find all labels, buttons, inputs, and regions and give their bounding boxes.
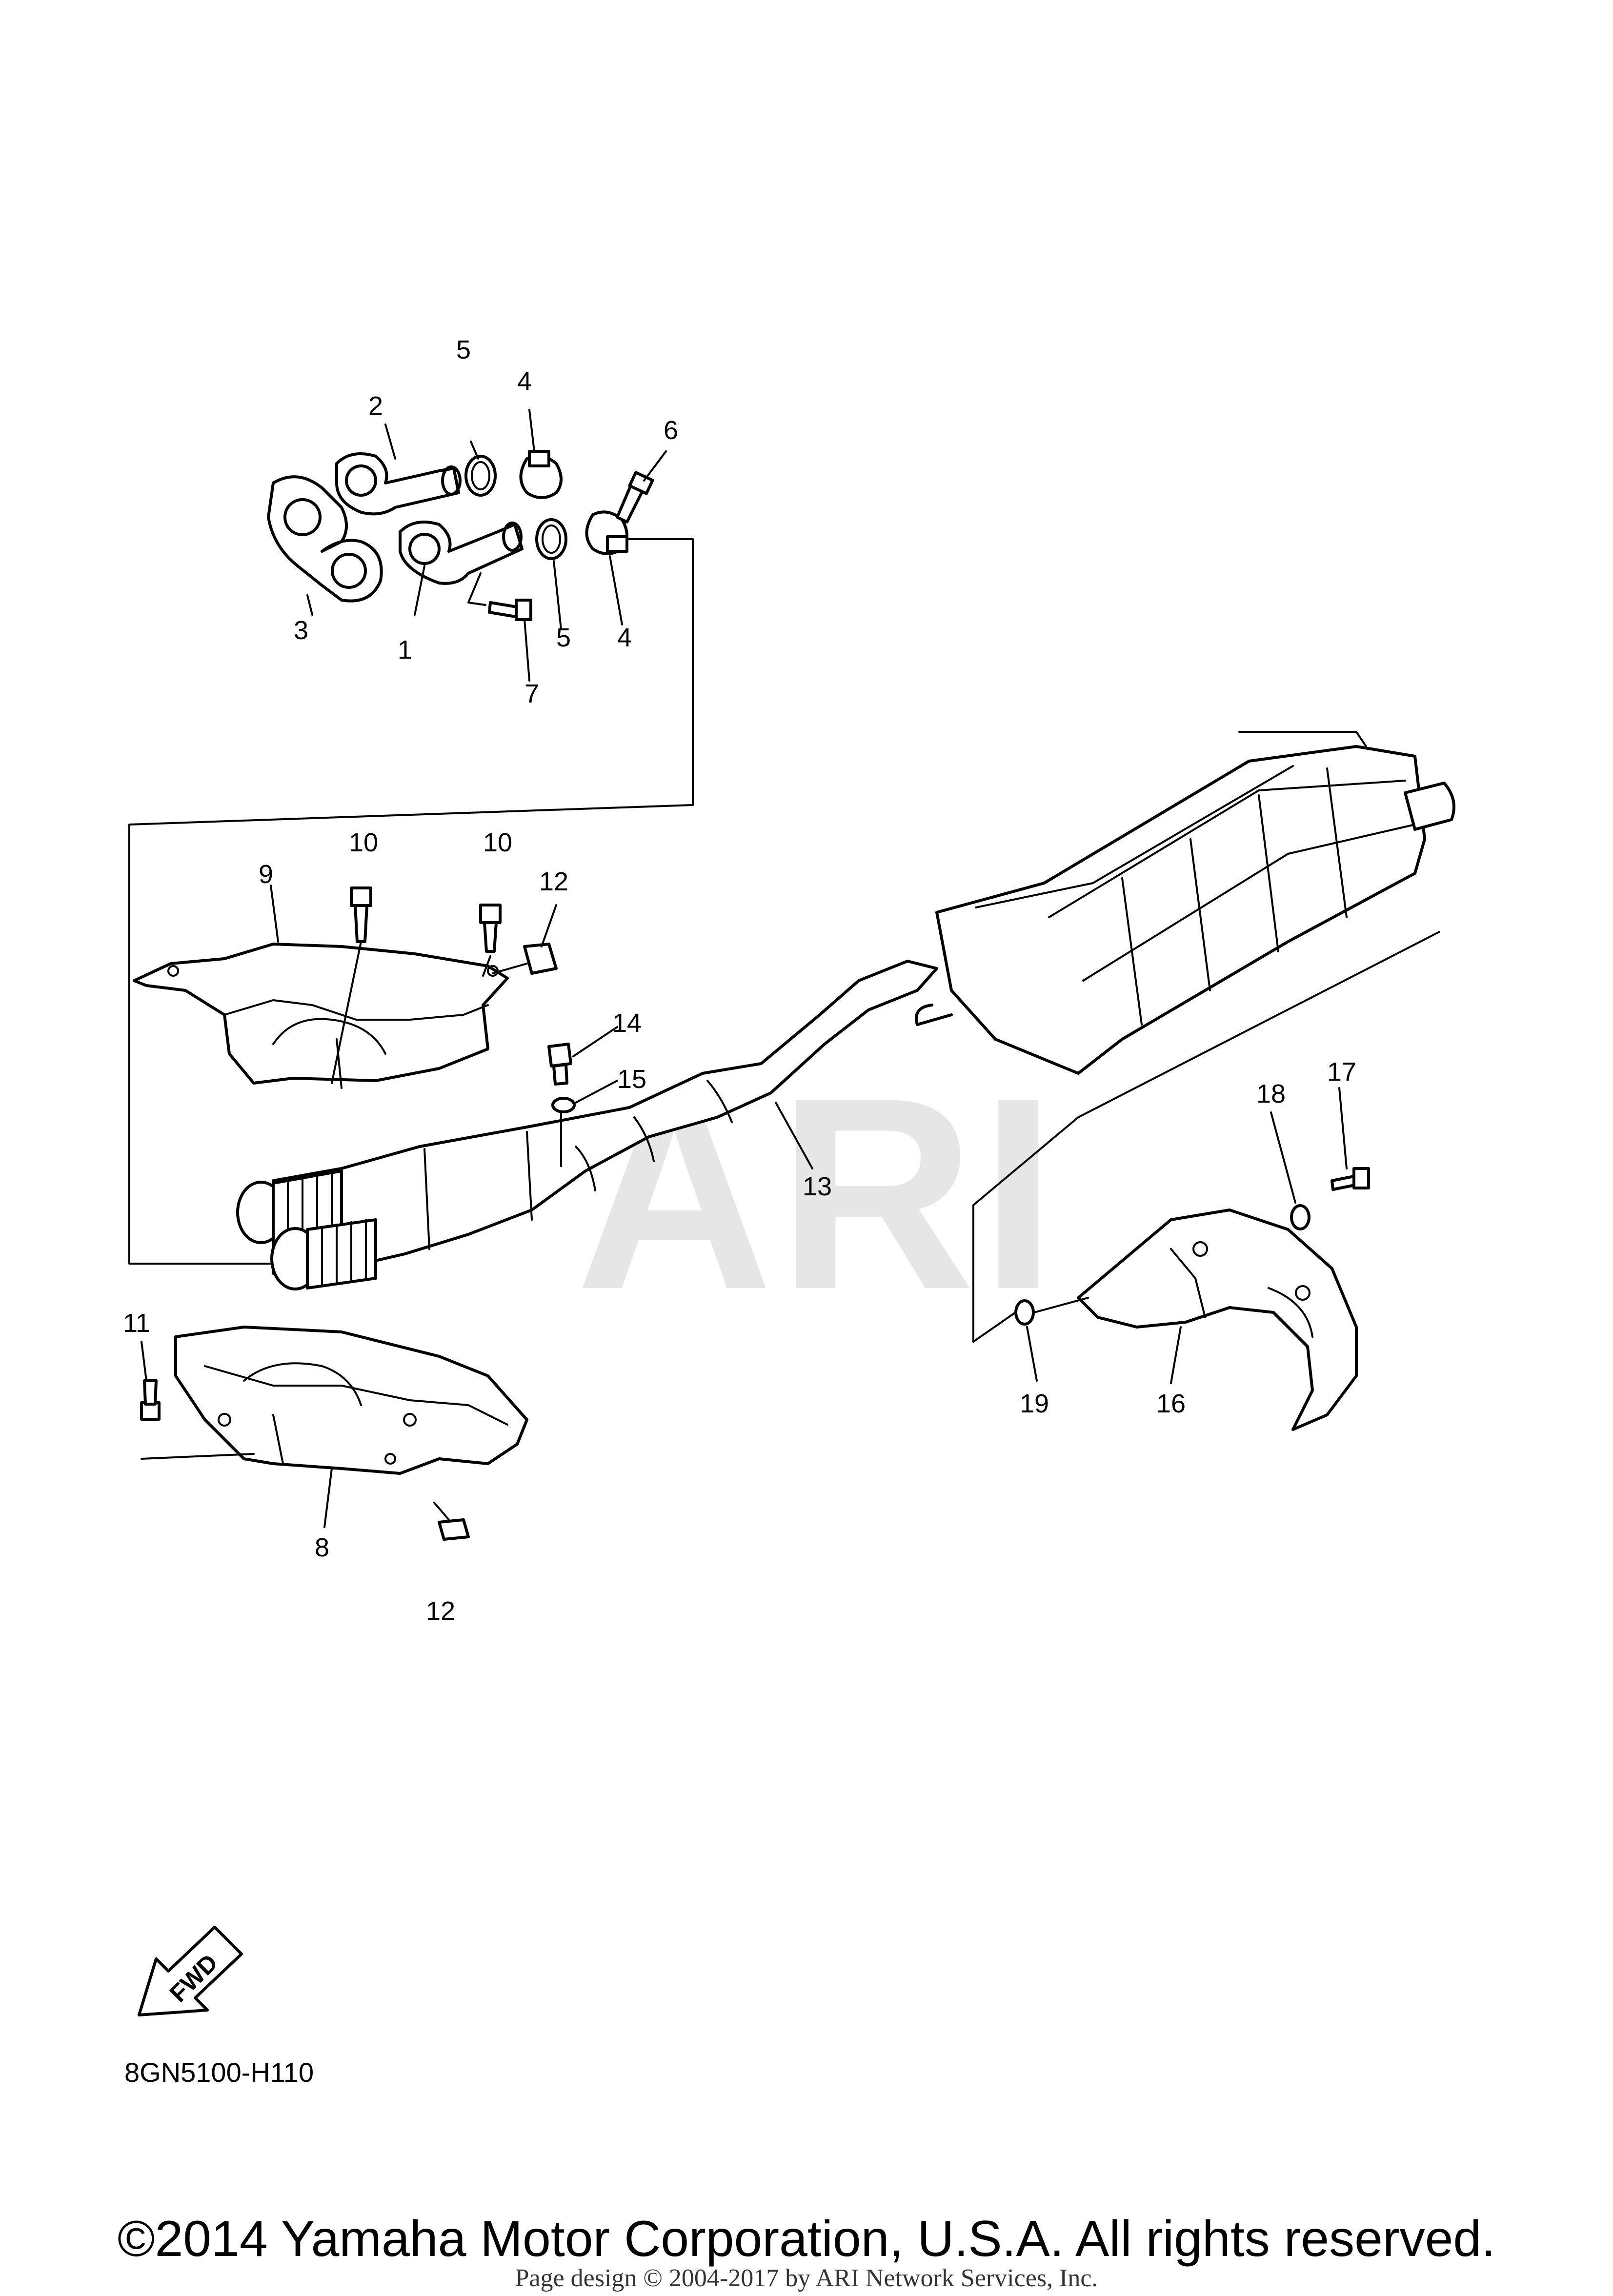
washer-part-15[interactable] (551, 1097, 576, 1113)
page-credit: Page design © 2004-2017 by ARI Network S… (515, 2264, 1098, 2292)
protector-part-16[interactable] (1077, 1208, 1358, 1431)
leaders-pipe (560, 1026, 813, 1169)
callout-10-left: 10 (349, 828, 378, 857)
callout-14: 14 (612, 1008, 642, 1038)
bolt-part-10-left[interactable] (350, 886, 372, 943)
gasket-ring-part-5-upper[interactable] (464, 455, 497, 497)
washer-part-19[interactable] (1014, 1299, 1035, 1326)
fwd-arrow-icon: FWD (138, 1926, 243, 2016)
watermark: ARI (576, 1041, 1061, 1346)
callout-1: 1 (398, 635, 412, 665)
callout-13: 13 (803, 1172, 832, 1201)
bolt-part-10-right[interactable] (479, 904, 502, 953)
callout-3: 3 (294, 616, 308, 645)
diagram-code: 8GN5100-H110 (124, 2057, 314, 2088)
callout-19: 19 (1020, 1389, 1049, 1418)
gasket-ring-part-5-lower[interactable] (535, 518, 567, 560)
clamp-part-4-lower[interactable] (585, 510, 628, 555)
callout-2: 2 (368, 391, 383, 421)
callout-labels: 2 5 4 6 3 1 5 4 7 9 10 10 12 14 15 13 18… (123, 335, 1356, 1626)
bolt-part-6[interactable] (616, 471, 654, 524)
callout-8: 8 (315, 1533, 329, 1562)
bolt-part-14[interactable] (547, 1043, 572, 1086)
muffler[interactable] (915, 731, 1455, 1075)
bolt-part-17[interactable] (1331, 1167, 1370, 1191)
bolt-part-7[interactable] (488, 599, 532, 621)
callout-18: 18 (1256, 1079, 1286, 1108)
under-cover-part-8[interactable] (174, 1326, 528, 1475)
callout-7: 7 (524, 679, 539, 708)
washer-part-18[interactable] (1290, 1204, 1311, 1230)
clamp-part-4-upper[interactable] (519, 450, 563, 499)
leaders-under-cover (141, 1341, 450, 1528)
callout-11: 11 (123, 1309, 150, 1338)
exhaust-pipe-part-2[interactable] (335, 452, 462, 516)
callout-17: 17 (1327, 1057, 1356, 1087)
callout-15: 15 (617, 1065, 646, 1094)
callout-6: 6 (664, 416, 678, 445)
callout-12-upper: 12 (539, 867, 568, 896)
gasket-part-3[interactable] (267, 475, 383, 603)
callout-5-upper: 5 (456, 335, 471, 364)
copyright-notice: ©2014 Yamaha Motor Corporation, U.S.A. A… (117, 2211, 1496, 2267)
bolt-part-11[interactable] (140, 1379, 161, 1421)
leaders-heat-protector (270, 885, 557, 1084)
callout-10-right: 10 (483, 828, 512, 857)
callout-9: 9 (259, 860, 273, 889)
callout-5-lower: 5 (556, 623, 571, 652)
callout-4-upper: 4 (517, 367, 532, 396)
exhaust-pipe-assembly-part-13[interactable] (272, 960, 938, 1275)
callout-16: 16 (1156, 1389, 1186, 1418)
leaders-protector (1026, 1087, 1348, 1384)
flex-joint-upper[interactable] (236, 1169, 343, 1244)
callout-12-lower: 12 (426, 1596, 455, 1626)
heat-protector-part-9[interactable] (133, 943, 509, 1089)
leaders-upper (128, 409, 694, 1265)
exhaust-pipe-part-1[interactable] (399, 521, 524, 606)
nut-clip-part-12-lower[interactable] (438, 1518, 470, 1541)
nut-clip-part-12-upper[interactable] (523, 943, 558, 975)
flex-joint-lower[interactable] (270, 1218, 377, 1290)
callout-4-lower: 4 (617, 623, 632, 652)
